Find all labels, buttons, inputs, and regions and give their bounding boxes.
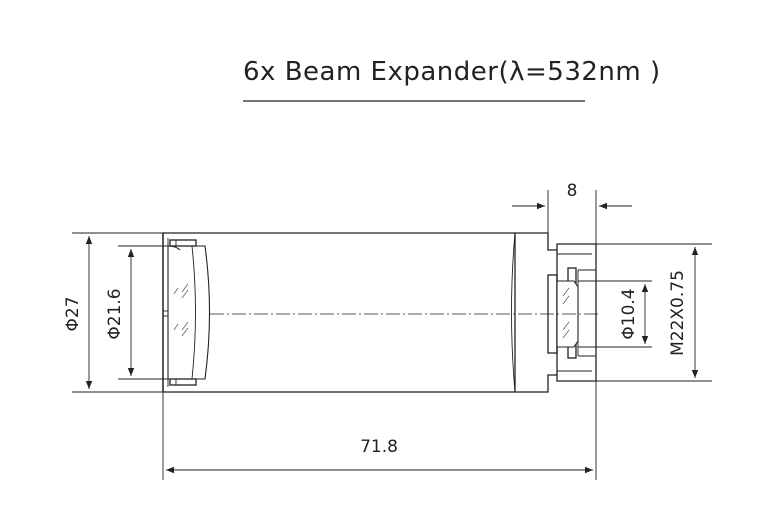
overall-length-label: 71.8 bbox=[360, 437, 398, 457]
output-aperture-dimension: Φ10.4 bbox=[578, 280, 652, 348]
outer-diameter-dimension: Φ27 bbox=[63, 232, 163, 393]
expander-housing bbox=[162, 232, 597, 393]
thread-label: M22X0.75 bbox=[668, 270, 688, 356]
overall-length-dimension: 71.8 bbox=[162, 381, 597, 480]
input-aperture-dimension: Φ21.6 bbox=[105, 245, 168, 380]
thread-dimension: M22X0.75 bbox=[596, 243, 712, 382]
input-lens bbox=[167, 239, 211, 386]
outer-diameter-label: Φ27 bbox=[63, 296, 83, 331]
thread-length-label: 8 bbox=[567, 181, 578, 201]
drawing-title: 6x Beam Expander(λ=532nm ) bbox=[243, 57, 661, 87]
output-aperture-label: Φ10.4 bbox=[619, 288, 639, 339]
thread-length-dimension: 8 bbox=[512, 181, 632, 250]
input-aperture-label: Φ21.6 bbox=[105, 288, 125, 339]
output-lens bbox=[547, 267, 596, 359]
